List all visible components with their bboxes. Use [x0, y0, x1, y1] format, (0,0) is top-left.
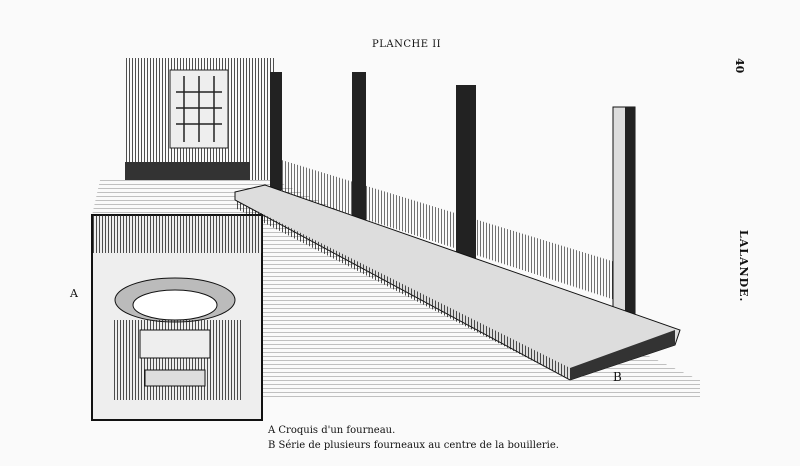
caption-b: B Série de plusieurs fourneaux au centre…: [268, 440, 559, 451]
page-number: 40: [733, 58, 746, 74]
figure-label-b: B: [613, 370, 622, 384]
plate-title: PLANCHE II: [372, 39, 442, 50]
back-wall: [125, 58, 275, 180]
figure-label-a: A: [70, 287, 78, 300]
furnace-detail-inset: [91, 214, 263, 421]
caption-a: A Croquis d'un fourneau.: [268, 425, 396, 436]
author-running-head: LALANDE.: [737, 230, 750, 303]
furnace-row: [234, 184, 681, 381]
